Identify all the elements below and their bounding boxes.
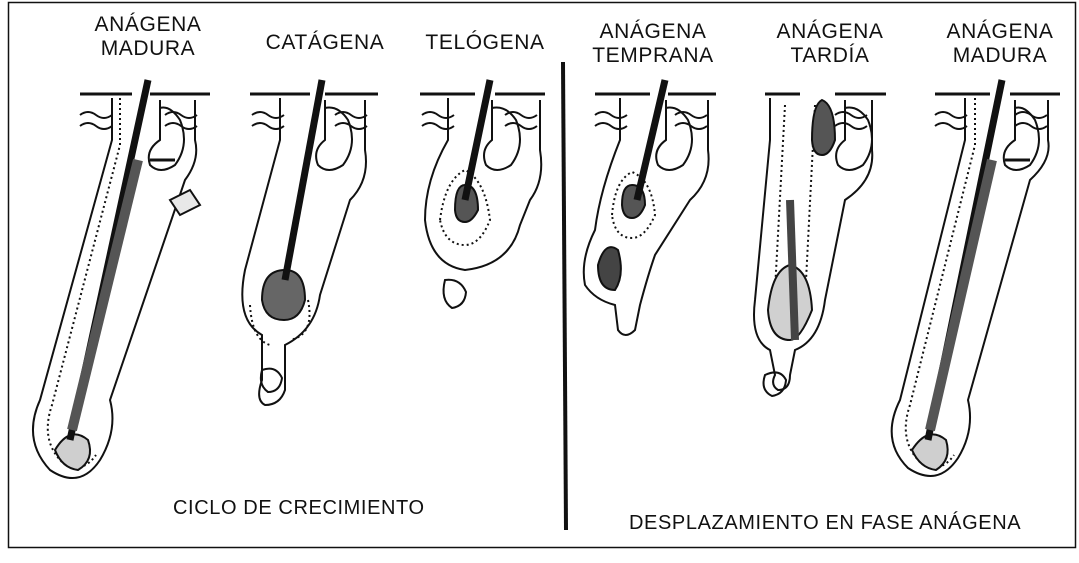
stage-label-line2: TARDÍA bbox=[770, 44, 890, 68]
stage-label-line1: ANÁGENA bbox=[770, 20, 890, 44]
stage-label-anagen-mature-left: ANÁGENA MADURA bbox=[88, 13, 208, 61]
stage-label-catagen: CATÁGENA bbox=[255, 31, 395, 55]
caption-anagen-displacement: DESPLAZAMIENTO EN FASE ANÁGENA bbox=[629, 512, 1021, 535]
stage-label-anagen-late: ANÁGENA TARDÍA bbox=[770, 20, 890, 68]
stage-label-line1: ANÁGENA bbox=[940, 20, 1060, 44]
follicle-telogen bbox=[420, 80, 545, 308]
follicle-anagen-early bbox=[584, 80, 716, 335]
follicle-anagen-late bbox=[754, 94, 886, 396]
caption-growth-cycle: CICLO DE CRECIMIENTO bbox=[173, 497, 425, 520]
follicle-anagen-mature-right bbox=[892, 80, 1060, 476]
stage-label-line1: ANÁGENA bbox=[583, 20, 723, 44]
stage-label-line2: MADURA bbox=[88, 37, 208, 61]
stage-label-line1: CATÁGENA bbox=[255, 31, 395, 55]
stage-label-anagen-early: ANÁGENA TEMPRANA bbox=[583, 20, 723, 68]
panel-divider bbox=[563, 62, 566, 530]
stage-label-line2: TEMPRANA bbox=[583, 44, 723, 68]
diagram-frame bbox=[9, 3, 1076, 548]
stage-label-line1: ANÁGENA bbox=[88, 13, 208, 37]
stage-label-line1: TELÓGENA bbox=[415, 31, 555, 55]
follicle-catagen bbox=[242, 80, 378, 405]
stage-label-anagen-mature-right: ANÁGENA MADURA bbox=[940, 20, 1060, 68]
stage-label-line2: MADURA bbox=[940, 44, 1060, 68]
follicle-anagen-mature-left bbox=[33, 80, 210, 478]
stage-label-telogen: TELÓGENA bbox=[415, 31, 555, 55]
